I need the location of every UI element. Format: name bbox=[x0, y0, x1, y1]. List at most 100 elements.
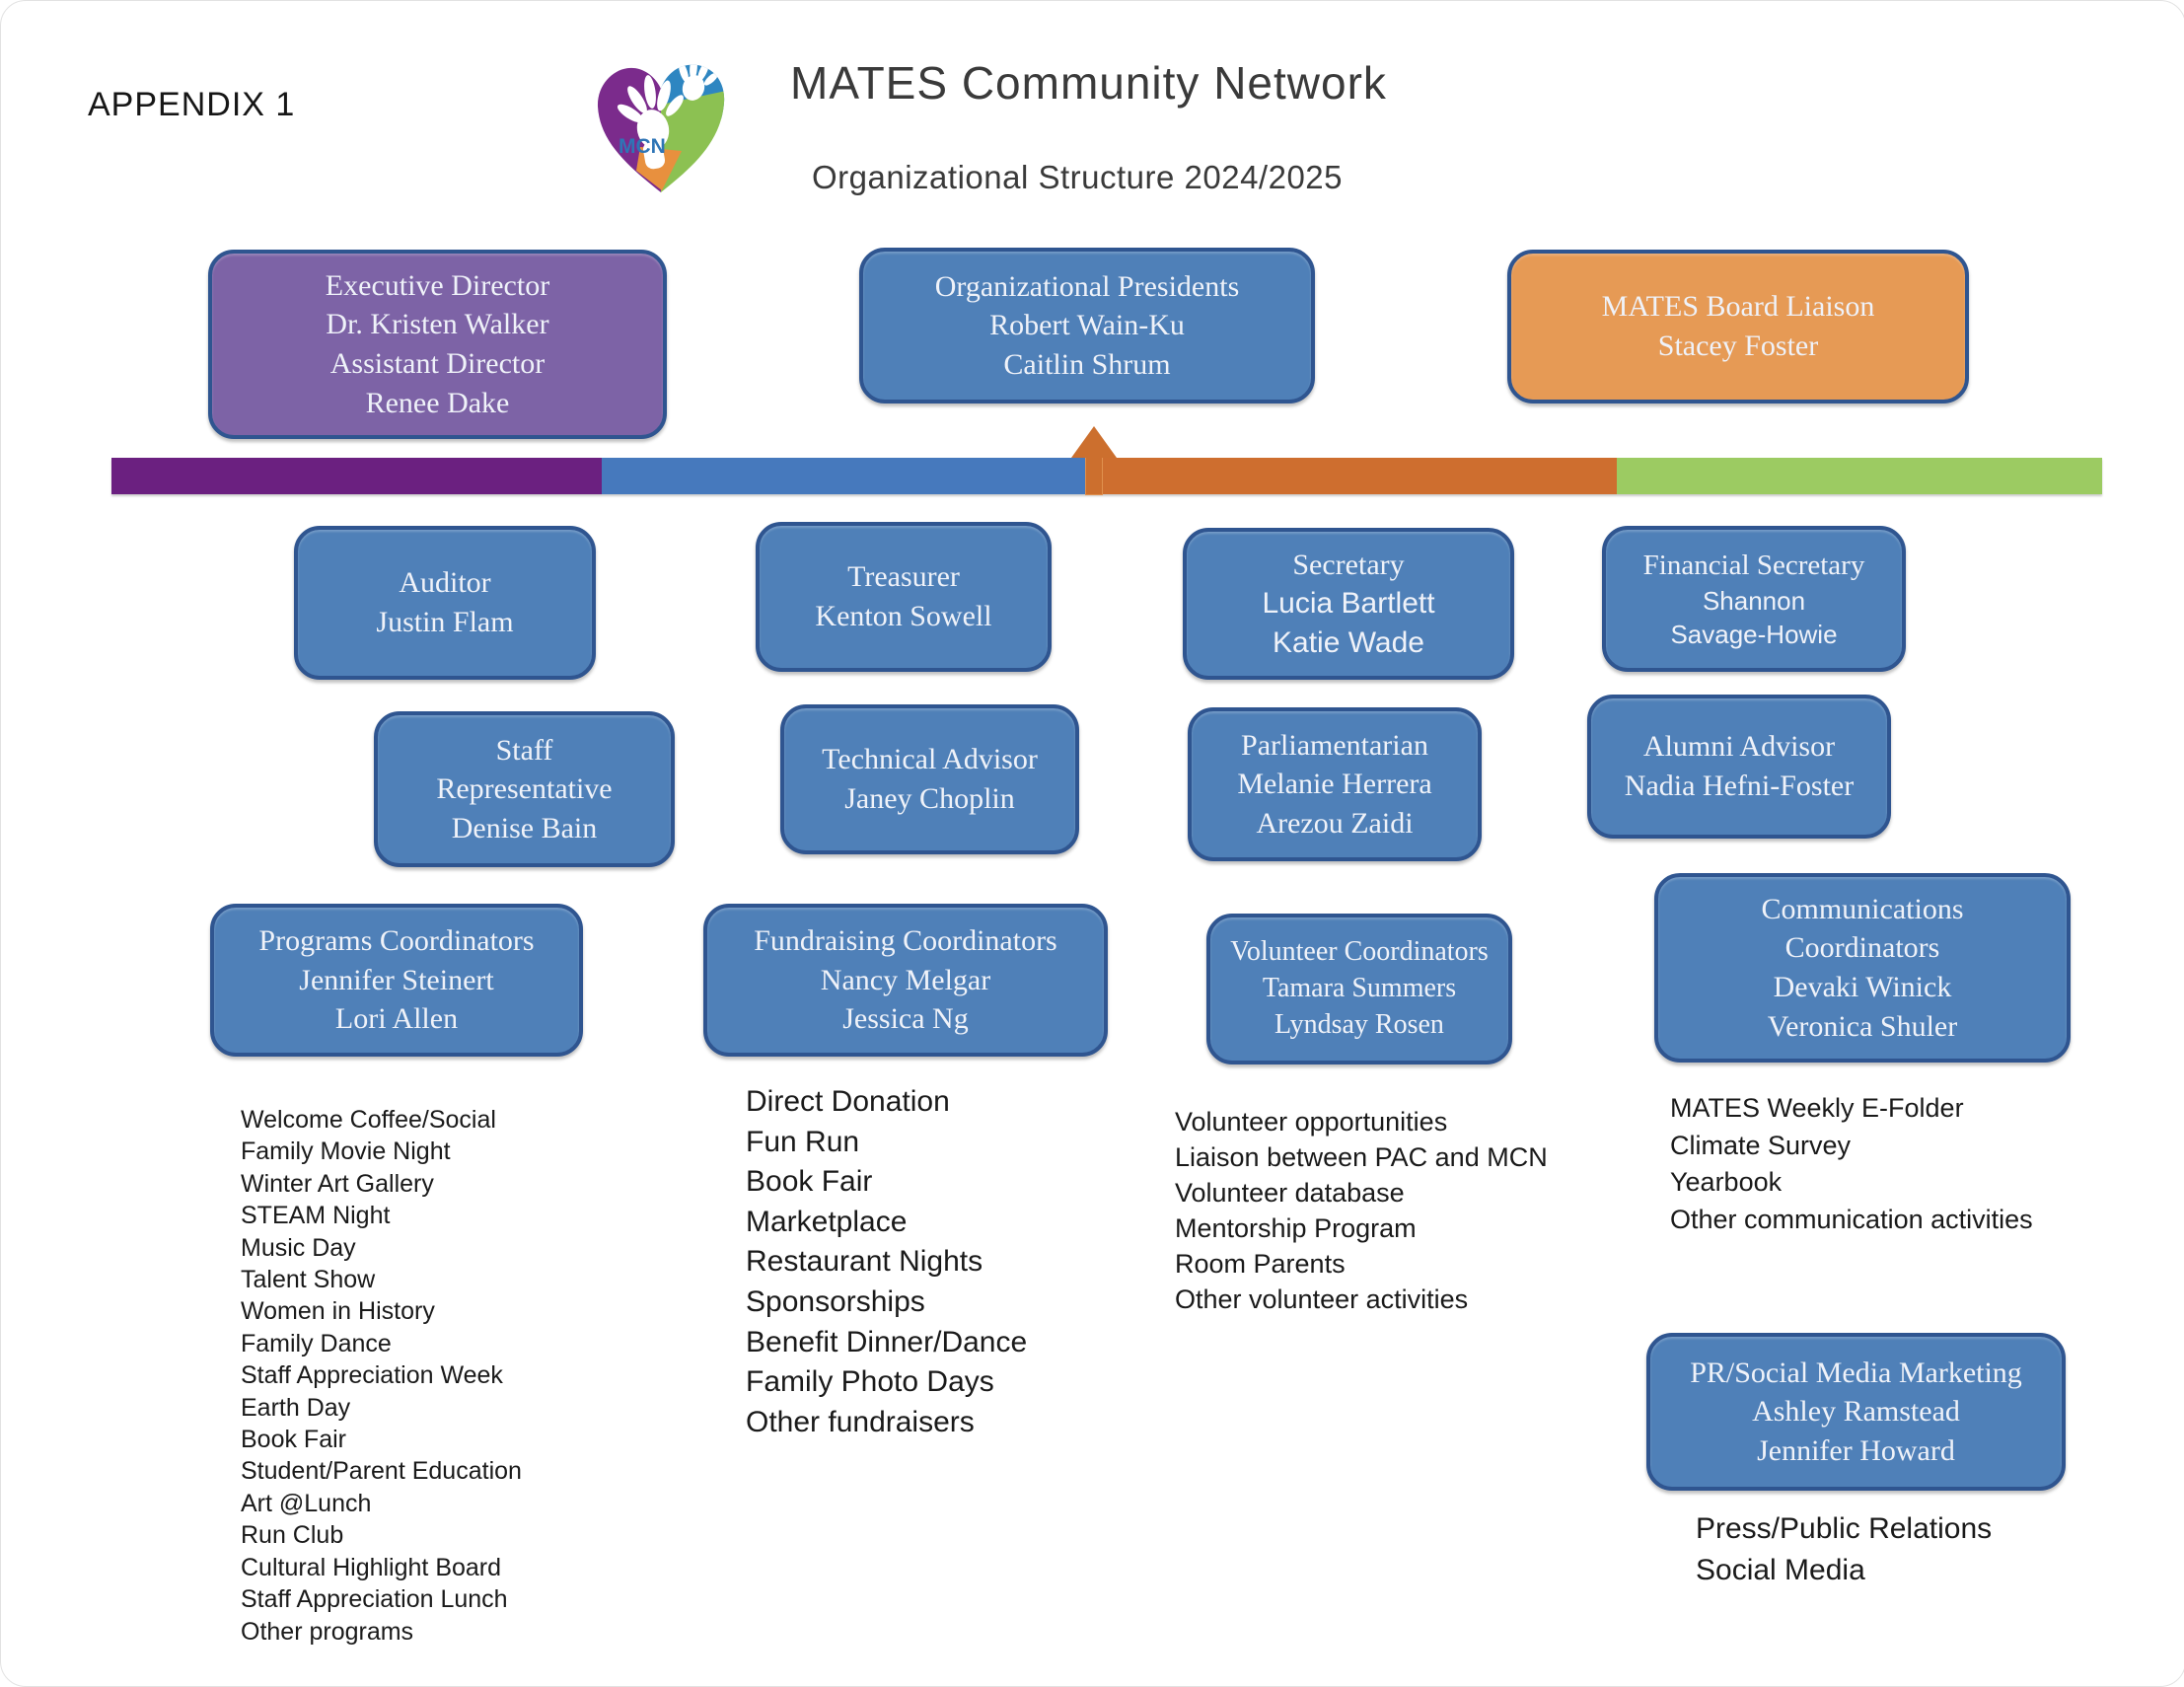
fundraising-activity-item: Family Photo Days bbox=[746, 1365, 994, 1399]
volunteer-coordinators-box: Volunteer Coordinators Tamara Summers Ly… bbox=[1206, 914, 1512, 1064]
box-line: Savage-Howie bbox=[1670, 620, 1838, 650]
volunteer-activity-item: Room Parents bbox=[1175, 1249, 1346, 1279]
programs-activity-item: Student/Parent Education bbox=[241, 1457, 522, 1486]
box-line: Devaki Winick bbox=[1773, 971, 1952, 1003]
box-line: Organizational Presidents bbox=[934, 269, 1240, 303]
box-line: Assistant Director bbox=[329, 347, 546, 380]
box-line: Financial Secretary bbox=[1642, 549, 1865, 581]
financial-secretary-box: Financial Secretary Shannon Savage-Howie bbox=[1602, 526, 1906, 672]
box-line: Lucia Bartlett bbox=[1262, 587, 1435, 621]
box-line: Stacey Foster bbox=[1657, 330, 1819, 362]
fundraising-activity-item: Benefit Dinner/Dance bbox=[746, 1325, 1028, 1358]
box-line: Parliamentarian bbox=[1241, 728, 1428, 762]
press-activity-item: Press/Public Relations bbox=[1696, 1512, 1993, 1545]
programs-activity-item: Other programs bbox=[241, 1617, 414, 1646]
programs-activity-item: STEAM Night bbox=[241, 1202, 391, 1230]
executive-director-box: Executive Director Dr. Kristen Walker As… bbox=[208, 250, 667, 439]
communications-activity-item: Yearbook bbox=[1670, 1167, 1783, 1197]
volunteer-activity-item: Other volunteer activities bbox=[1175, 1284, 1469, 1314]
box-line: Volunteer Coordinators bbox=[1230, 936, 1489, 968]
programs-activity-item: Staff Appreciation Lunch bbox=[241, 1585, 508, 1614]
alumni-advisor-box: Alumni Advisor Nadia Hefni-Foster bbox=[1587, 695, 1891, 839]
box-line: Auditor bbox=[399, 566, 491, 600]
box-line: Alumni Advisor bbox=[1642, 730, 1836, 764]
box-line: Caitlin Shrum bbox=[1003, 347, 1171, 381]
box-line: Melanie Herrera bbox=[1237, 768, 1432, 801]
programs-activity-item: Art @Lunch bbox=[241, 1489, 372, 1517]
box-line: Nancy Melgar bbox=[820, 963, 991, 996]
box-line: Jennifer Howard bbox=[1757, 1433, 1955, 1467]
bar-blue-segment bbox=[602, 458, 1086, 494]
fundraising-activity-item: Other fundraisers bbox=[746, 1405, 975, 1438]
box-line: Robert Wain-Ku bbox=[989, 309, 1185, 342]
programs-activity-item: Run Club bbox=[241, 1521, 344, 1550]
fundraising-activity-item: Direct Donation bbox=[746, 1085, 950, 1118]
programs-activity-item: Talent Show bbox=[241, 1266, 376, 1294]
box-line: Staff bbox=[495, 733, 553, 767]
box-line: Communications bbox=[1761, 892, 1964, 925]
box-line: Arezou Zaidi bbox=[1256, 806, 1414, 840]
bar-purple-segment bbox=[111, 458, 602, 494]
volunteer-activity-item: Liaison between PAC and MCN bbox=[1175, 1142, 1548, 1172]
page-subtitle: Organizational Structure 2024/2025 bbox=[812, 159, 1344, 195]
box-line: Jessica Ng bbox=[842, 1002, 969, 1036]
box-line: Justin Flam bbox=[376, 606, 514, 638]
box-line: Katie Wade bbox=[1273, 625, 1424, 659]
page-title: MATES Community Network bbox=[790, 57, 1387, 109]
programs-coordinators-box: Programs Coordinators Jennifer Steinert … bbox=[210, 904, 583, 1057]
technical-advisor-box: Technical Advisor Janey Choplin bbox=[780, 704, 1079, 854]
programs-activity-item: Music Day bbox=[241, 1233, 356, 1262]
box-line: Renee Dake bbox=[365, 386, 510, 419]
volunteer-activity-item: Volunteer database bbox=[1175, 1178, 1405, 1208]
communications-activity-item: Other communication activities bbox=[1670, 1204, 2033, 1234]
communications-coordinators-box: Communications Coordinators Devaki Winic… bbox=[1654, 873, 2071, 1063]
divider-color-bar bbox=[111, 458, 2102, 494]
programs-activity-item: Cultural Highlight Board bbox=[241, 1553, 502, 1581]
programs-activity-item: Winter Art Gallery bbox=[241, 1169, 434, 1198]
box-line: Secretary bbox=[1292, 548, 1405, 581]
treasurer-box: Treasurer Kenton Sowell bbox=[756, 522, 1052, 672]
box-line: Kenton Sowell bbox=[815, 600, 992, 632]
communications-activity-item: MATES Weekly E-Folder bbox=[1670, 1093, 1964, 1123]
programs-activity-item: Staff Appreciation Week bbox=[241, 1361, 503, 1390]
fundraising-activity-item: Book Fair bbox=[746, 1165, 873, 1199]
box-line: Lyndsay Rosen bbox=[1274, 1008, 1444, 1040]
secretary-box: Secretary Lucia Bartlett Katie Wade bbox=[1183, 528, 1514, 680]
press-activity-item: Social Media bbox=[1696, 1554, 1865, 1586]
programs-activity-item: Family Movie Night bbox=[241, 1137, 451, 1166]
box-line: Jennifer Steinert bbox=[299, 963, 494, 996]
programs-activity-item: Women in History bbox=[241, 1297, 435, 1326]
box-line: Veronica Shuler bbox=[1767, 1009, 1958, 1043]
box-line: Denise Bain bbox=[451, 811, 598, 844]
auditor-box: Auditor Justin Flam bbox=[294, 526, 596, 680]
box-line: Nadia Hefni-Foster bbox=[1624, 770, 1855, 802]
box-line: Dr. Kristen Walker bbox=[326, 308, 549, 341]
box-line: Tamara Summers bbox=[1262, 973, 1457, 1004]
organizational-presidents-box: Organizational Presidents Robert Wain-Ku… bbox=[859, 248, 1315, 403]
mcn-heart-logo-icon: MCN bbox=[597, 64, 725, 193]
bar-orange-segment bbox=[1086, 458, 1617, 494]
appendix-label: APPENDIX 1 bbox=[88, 86, 296, 123]
box-line: Shannon bbox=[1702, 585, 1806, 616]
staff-representative-box: Staff Representative Denise Bain bbox=[374, 711, 675, 867]
communications-activity-item: Climate Survey bbox=[1670, 1130, 1852, 1160]
volunteer-activity-item: Mentorship Program bbox=[1175, 1213, 1417, 1243]
box-line: Lori Allen bbox=[334, 1002, 459, 1036]
box-line: Janey Choplin bbox=[844, 782, 1015, 815]
up-arrow-icon bbox=[1071, 426, 1117, 458]
box-line: Coordinators bbox=[1784, 931, 1940, 965]
box-line: MATES Board Liaison bbox=[1601, 290, 1875, 324]
parliamentarian-box: Parliamentarian Melanie Herrera Arezou Z… bbox=[1188, 707, 1482, 861]
fundraising-activity-item: Restaurant Nights bbox=[746, 1245, 983, 1279]
bar-green-segment bbox=[1617, 458, 2102, 494]
fundraising-activity-item: Sponsorships bbox=[746, 1284, 925, 1318]
logo-text: MCN bbox=[619, 135, 666, 158]
box-line: Technical Advisor bbox=[822, 743, 1038, 776]
box-line: PR/Social Media Marketing bbox=[1690, 1356, 2022, 1389]
volunteer-activity-item: Volunteer opportunities bbox=[1175, 1107, 1448, 1137]
board-liaison-box: MATES Board Liaison Stacey Foster bbox=[1507, 250, 1969, 403]
